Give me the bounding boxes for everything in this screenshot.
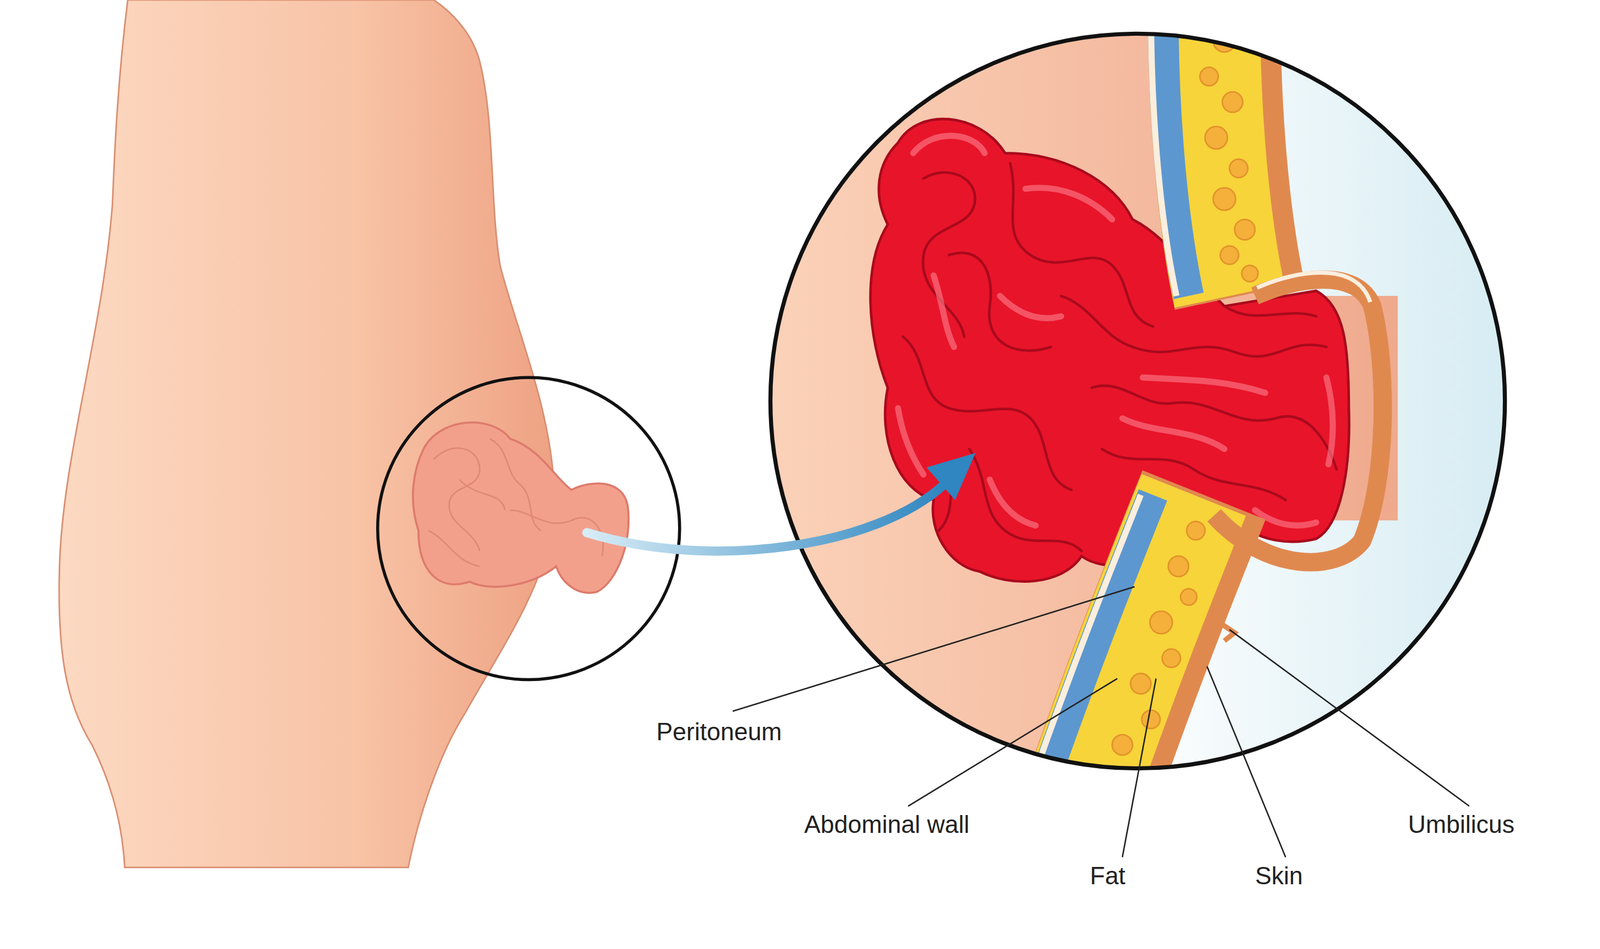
lower-fat-cells <box>1112 521 1205 784</box>
sac-lining <box>1256 272 1371 302</box>
small-hernia <box>412 422 629 593</box>
upper-wall <box>1150 5 1240 296</box>
part-label: Abdominal wall <box>804 810 970 838</box>
magnified-view <box>755 0 1600 806</box>
part-label: Fat <box>1089 862 1126 890</box>
leader-lines <box>732 586 1470 857</box>
inset-ring <box>377 377 680 680</box>
zoom-arrow <box>586 484 944 551</box>
upper-fat-cells <box>1199 29 1258 282</box>
part-label: Umbilicus <box>1408 810 1515 838</box>
sac-skin <box>1214 279 1383 562</box>
small-loops <box>428 438 604 566</box>
part-label: Peritoneum <box>656 718 782 746</box>
zoom-arrowhead <box>926 453 976 501</box>
magnifier-ring <box>770 33 1505 768</box>
small-inset <box>412 422 629 593</box>
part-label: Skin <box>1255 862 1304 890</box>
